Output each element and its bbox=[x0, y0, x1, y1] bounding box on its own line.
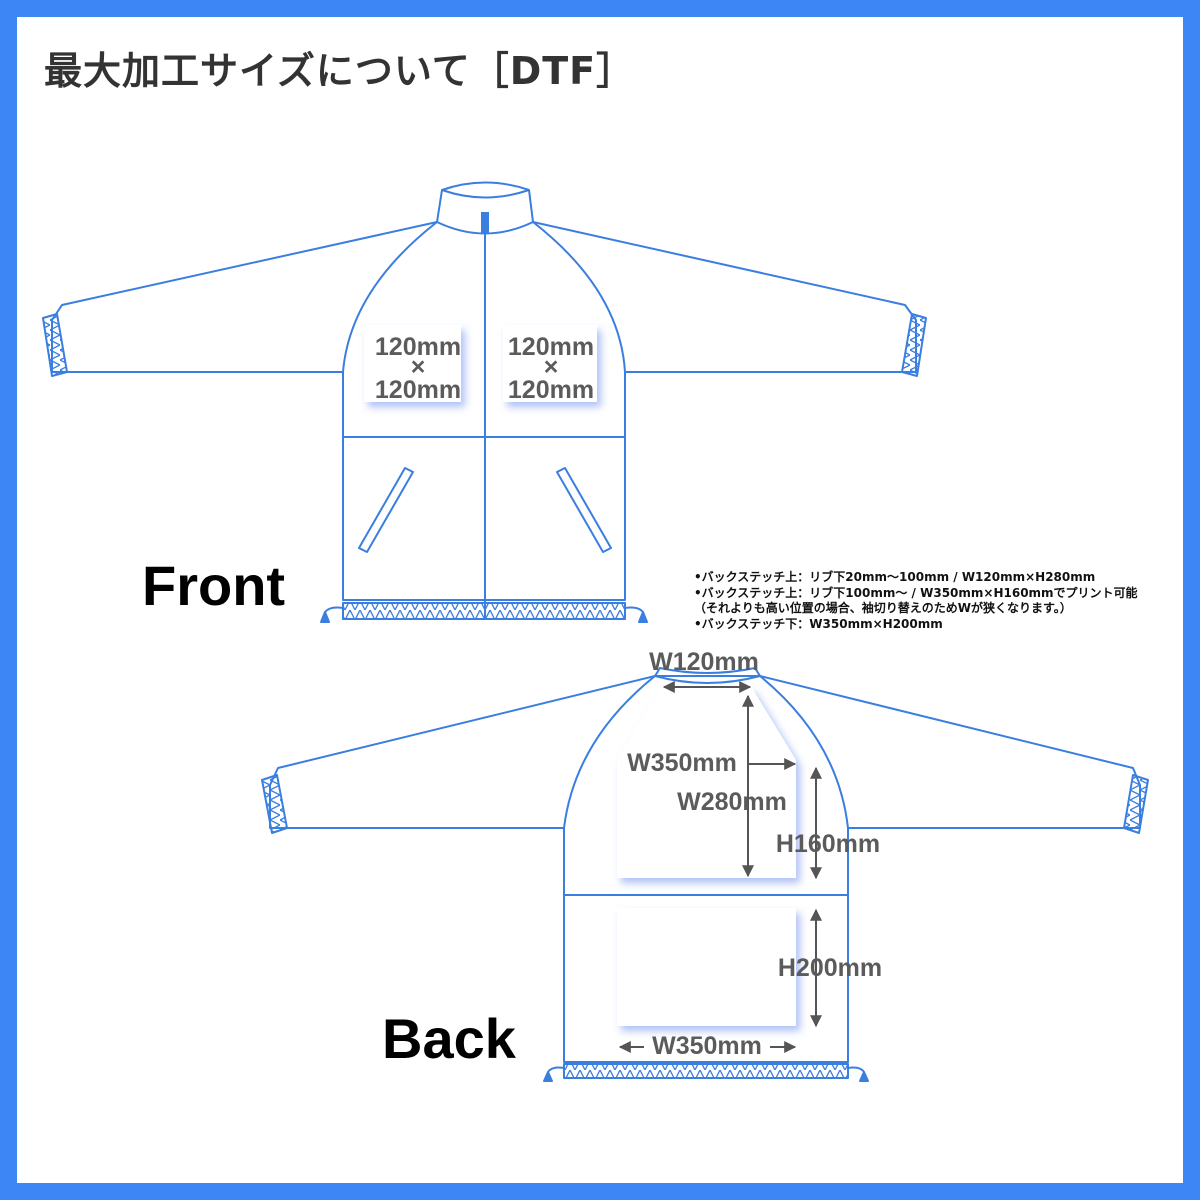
back-lower-width: W350mm bbox=[652, 1032, 762, 1060]
front-left-print-area bbox=[364, 325, 461, 402]
back-lower-print-area bbox=[617, 908, 796, 1026]
back-label: Back bbox=[382, 1007, 517, 1070]
front-right-times: × bbox=[544, 353, 559, 381]
back-print-notes: •バックステッチ上：リブ下20mm〜100mm / W120mm×H280mm … bbox=[694, 570, 1138, 632]
front-left-width: 120mm bbox=[375, 333, 461, 361]
back-upper-print-area bbox=[617, 688, 796, 878]
back-upper-height: W280mm bbox=[677, 788, 787, 816]
front-left-times: × bbox=[411, 353, 426, 381]
back-top-width: W120mm bbox=[649, 648, 759, 676]
back-lower-height: H200mm bbox=[778, 954, 882, 982]
page-title: 最大加工サイズについて［DTF］ bbox=[44, 49, 636, 93]
front-right-height: 120mm bbox=[508, 376, 594, 404]
note-line: •バックステッチ上：リブ下20mm〜100mm / W120mm×H280mm bbox=[694, 570, 1096, 584]
front-label: Front bbox=[142, 554, 285, 617]
back-mid-height: H160mm bbox=[776, 830, 880, 858]
dimension-arrows bbox=[618, 681, 822, 1053]
front-jacket bbox=[42, 181, 927, 623]
back-upper-width: W350mm bbox=[627, 749, 737, 777]
note-line: （それよりも高い位置の場合、袖切り替えのためWが狭くなります。） bbox=[694, 601, 1072, 615]
front-right-print-area bbox=[503, 325, 597, 402]
note-line: •バックステッチ上：リブ下100mm〜 / W350mm×H160mmでプリント… bbox=[694, 585, 1138, 600]
note-line: •バックステッチ下：W350mm×H200mm bbox=[694, 616, 943, 631]
front-right-width: 120mm bbox=[508, 333, 594, 361]
front-left-height: 120mm bbox=[375, 376, 461, 404]
